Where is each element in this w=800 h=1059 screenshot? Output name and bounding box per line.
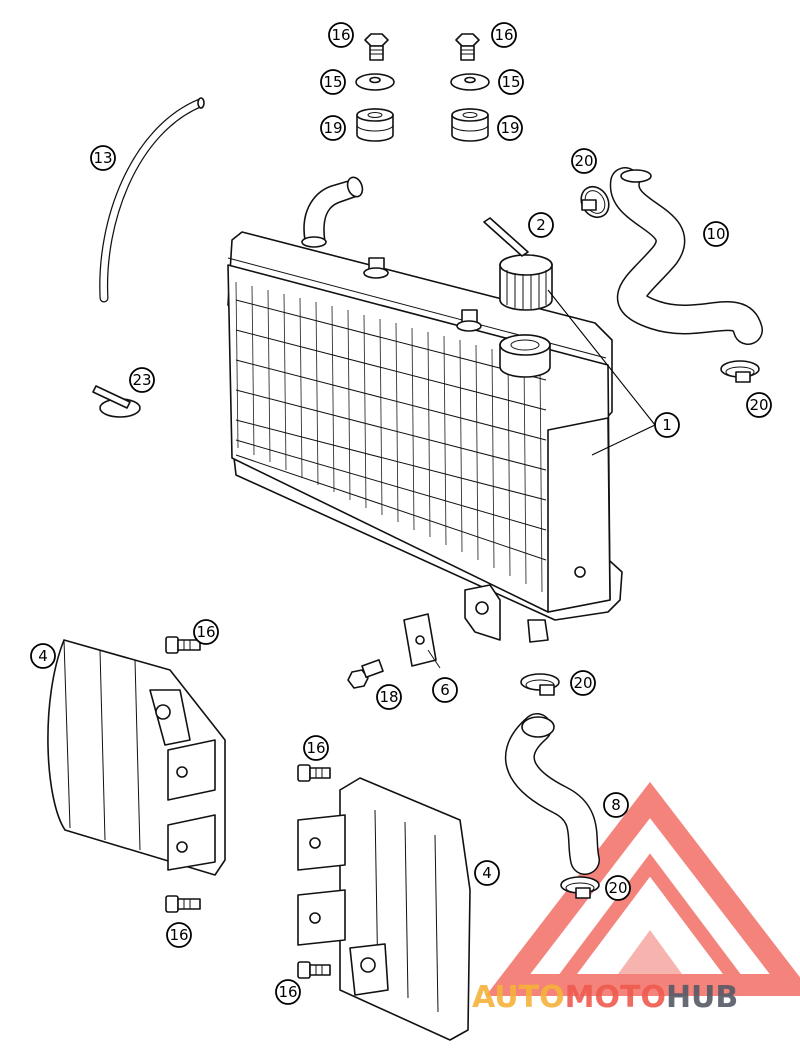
callout-20-clamp-lower-bottom: 20 bbox=[605, 875, 631, 901]
svg-text:16: 16 bbox=[494, 26, 513, 44]
watermark-text: AUTOMOTOHUB bbox=[472, 980, 738, 1015]
upper-hose bbox=[609, 167, 763, 345]
callout-16-bolt-shroud-right-lower: 16 bbox=[275, 979, 301, 1005]
lower-hose bbox=[504, 713, 600, 875]
svg-text:15: 15 bbox=[323, 73, 342, 91]
svg-text:8: 8 bbox=[611, 796, 621, 814]
callout-16-bolt-top-right: 16 bbox=[491, 22, 517, 48]
callout-16-bolt-top-left: 16 bbox=[328, 22, 354, 48]
svg-text:4: 4 bbox=[38, 647, 48, 665]
watermark-logo bbox=[485, 781, 800, 996]
svg-text:2: 2 bbox=[536, 216, 546, 234]
bolt-18 bbox=[347, 659, 384, 689]
callout-6-clip-nut: 6 bbox=[432, 677, 458, 703]
svg-text:16: 16 bbox=[331, 26, 350, 44]
leader-callout-1 bbox=[547, 289, 656, 456]
washer-left bbox=[355, 73, 395, 91]
callout-20-clamp-upper: 20 bbox=[571, 148, 597, 174]
watermark-hub: HUB bbox=[666, 980, 738, 1015]
svg-text:16: 16 bbox=[306, 739, 325, 757]
radiator-core-fins bbox=[235, 281, 547, 593]
bolt-shroud-left-upper bbox=[165, 636, 201, 654]
svg-text:AUTOMOTOHUB: AUTOMOTOHUB bbox=[472, 980, 738, 1015]
callout-1-radiator: 1 bbox=[654, 412, 680, 438]
svg-text:18: 18 bbox=[379, 688, 398, 706]
hose-clamp-lower-top bbox=[520, 673, 560, 696]
svg-text:16: 16 bbox=[278, 983, 297, 1001]
callout-16-bolt-shroud-right-upper: 16 bbox=[303, 735, 329, 761]
svg-text:10: 10 bbox=[706, 225, 725, 243]
hose-clamp-right bbox=[720, 360, 760, 383]
callout-16-bolt-shroud-left-lower: 16 bbox=[166, 922, 192, 948]
callout-15-washer-right: 15 bbox=[498, 69, 524, 95]
svg-text:16: 16 bbox=[196, 623, 215, 641]
hose-clamp-lower-bottom bbox=[560, 876, 600, 899]
bolt-shroud-right-lower bbox=[297, 961, 331, 979]
bolt-shroud-right-upper bbox=[297, 764, 331, 782]
radiator-shroud-right bbox=[297, 777, 471, 1041]
callout-20-clamp-lower-top: 20 bbox=[570, 670, 596, 696]
svg-text:15: 15 bbox=[501, 73, 520, 91]
radiator-cap bbox=[483, 217, 553, 311]
callout-20-clamp-right: 20 bbox=[746, 392, 772, 418]
callout-13-overflow-hose: 13 bbox=[90, 145, 116, 171]
overflow-hose bbox=[99, 97, 205, 303]
radiator bbox=[227, 176, 623, 643]
hose-clamp-upper bbox=[580, 185, 610, 219]
bolt-top-left bbox=[364, 33, 389, 61]
svg-text:20: 20 bbox=[574, 152, 593, 170]
svg-text:1: 1 bbox=[662, 416, 672, 434]
washer-right bbox=[450, 73, 490, 91]
svg-text:4: 4 bbox=[482, 864, 492, 882]
callout-19-grommet-right: 19 bbox=[497, 115, 523, 141]
svg-text:13: 13 bbox=[93, 149, 112, 167]
callout-10-upper-hose: 10 bbox=[703, 221, 729, 247]
callout-4-shroud-right: 4 bbox=[474, 860, 500, 886]
callout-16-bolt-shroud-left-upper: 16 bbox=[193, 619, 219, 645]
callout-18-bolt: 18 bbox=[376, 684, 402, 710]
svg-text:20: 20 bbox=[749, 396, 768, 414]
svg-text:19: 19 bbox=[323, 119, 342, 137]
callout-15-washer-left: 15 bbox=[320, 69, 346, 95]
cable-tie bbox=[92, 385, 141, 418]
svg-text:23: 23 bbox=[132, 371, 151, 389]
callout-8-lower-hose: 8 bbox=[603, 792, 629, 818]
bolt-shroud-left-lower bbox=[165, 895, 201, 913]
callout-19-grommet-left: 19 bbox=[320, 115, 346, 141]
svg-text:6: 6 bbox=[440, 681, 450, 699]
radiator-shroud-left bbox=[47, 639, 226, 876]
clip-nut bbox=[403, 613, 441, 669]
grommet-right bbox=[451, 108, 489, 142]
svg-text:20: 20 bbox=[608, 879, 627, 897]
watermark-auto: AUTO bbox=[472, 980, 565, 1015]
bolt-top-right bbox=[455, 33, 480, 61]
svg-text:19: 19 bbox=[500, 119, 519, 137]
watermark-moto: MOTO bbox=[565, 980, 666, 1015]
svg-text:20: 20 bbox=[573, 674, 592, 692]
svg-text:16: 16 bbox=[169, 926, 188, 944]
callout-2-radiator-cap: 2 bbox=[528, 212, 554, 238]
callout-4-shroud-left: 4 bbox=[30, 643, 56, 669]
callouts: 16 16 15 15 19 19 13 20 10 2 23 20 1 4 1… bbox=[30, 22, 772, 1005]
callout-23-cable-tie: 23 bbox=[129, 367, 155, 393]
grommet-left bbox=[356, 108, 394, 142]
